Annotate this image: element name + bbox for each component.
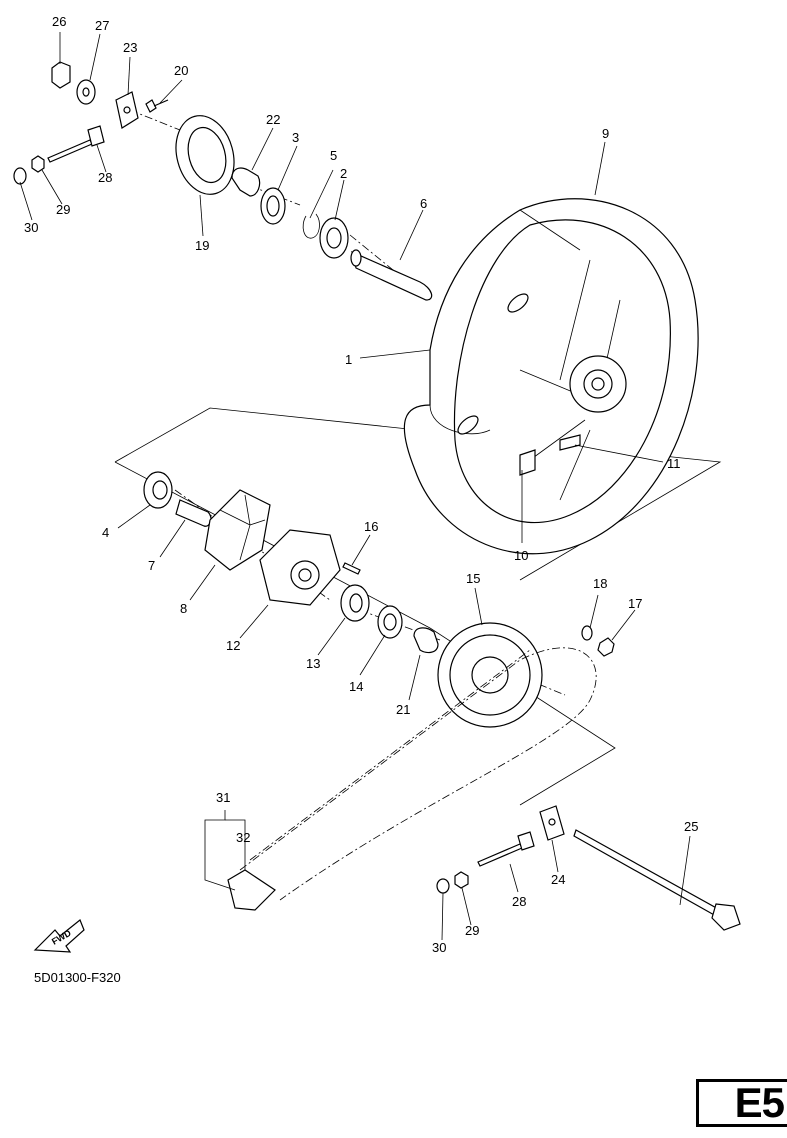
circlip-5 — [302, 213, 320, 239]
callout-7: 7 — [148, 558, 155, 573]
callout-3: 3 — [292, 130, 299, 145]
collar-7 — [175, 499, 212, 527]
washer-18 — [581, 625, 593, 641]
callout-26: 26 — [52, 14, 66, 29]
callout-14: 14 — [349, 679, 363, 694]
callout-29: 29 — [56, 202, 70, 217]
washer-30 — [13, 167, 27, 185]
page-badge: E5 — [696, 1079, 787, 1127]
callout-31: 31 — [216, 790, 230, 805]
callout-12: 12 — [226, 638, 240, 653]
callout-22: 22 — [266, 112, 280, 127]
spacer-6 — [351, 250, 433, 301]
forward-arrow-icon: FWD — [33, 919, 85, 953]
callout-27: 27 — [95, 18, 109, 33]
bolt-28 — [47, 139, 93, 163]
lower-parts: FWD — [33, 805, 741, 953]
upper-parts — [13, 61, 433, 301]
drive-chain — [227, 647, 597, 911]
nut-29 — [31, 155, 45, 173]
damper-8 — [204, 489, 271, 571]
callout-11: 11 — [667, 456, 681, 471]
callout-25: 25 — [684, 819, 698, 834]
callout-21: 21 — [396, 702, 410, 717]
callout-16: 16 — [364, 519, 378, 534]
collar-21 — [413, 627, 439, 654]
callout-19: 19 — [195, 238, 209, 253]
nut-17 — [597, 637, 615, 657]
nut-29-lower — [454, 871, 469, 889]
callout-8: 8 — [180, 601, 187, 616]
callout-5: 5 — [330, 148, 337, 163]
axle-25 — [573, 829, 721, 917]
leader-lines — [19, 32, 691, 941]
callout-30-lower: 30 — [432, 940, 446, 955]
callout-32: 32 — [236, 830, 250, 845]
callout-2: 2 — [340, 166, 347, 181]
collar-22 — [231, 167, 261, 197]
washer-30-lower — [436, 878, 450, 894]
callout-1: 1 — [345, 352, 352, 367]
callout-28-lower: 28 — [512, 894, 526, 909]
callout-labels: 1 2 3 4 5 6 7 8 9 10 11 12 13 14 15 16 1… — [24, 14, 698, 955]
callout-28: 28 — [98, 170, 112, 185]
bolt-28-lower — [477, 843, 523, 867]
diagram-code: 5D01300-F320 — [34, 970, 121, 985]
bolt-20 — [145, 99, 169, 113]
callout-15: 15 — [466, 571, 480, 586]
callout-10: 10 — [514, 548, 528, 563]
nut-26 — [51, 61, 71, 89]
callout-24: 24 — [551, 872, 565, 887]
stud-16 — [342, 562, 361, 575]
callout-6: 6 — [420, 196, 427, 211]
callout-20: 20 — [174, 63, 188, 78]
callout-4: 4 — [102, 525, 109, 540]
callout-30: 30 — [24, 220, 38, 235]
callout-18: 18 — [593, 576, 607, 591]
callout-17: 17 — [628, 596, 642, 611]
callout-13: 13 — [306, 656, 320, 671]
callout-9: 9 — [602, 126, 609, 141]
callout-23: 23 — [123, 40, 137, 55]
callout-29-lower: 29 — [465, 923, 479, 938]
rear-wheel-assembly — [403, 198, 699, 555]
